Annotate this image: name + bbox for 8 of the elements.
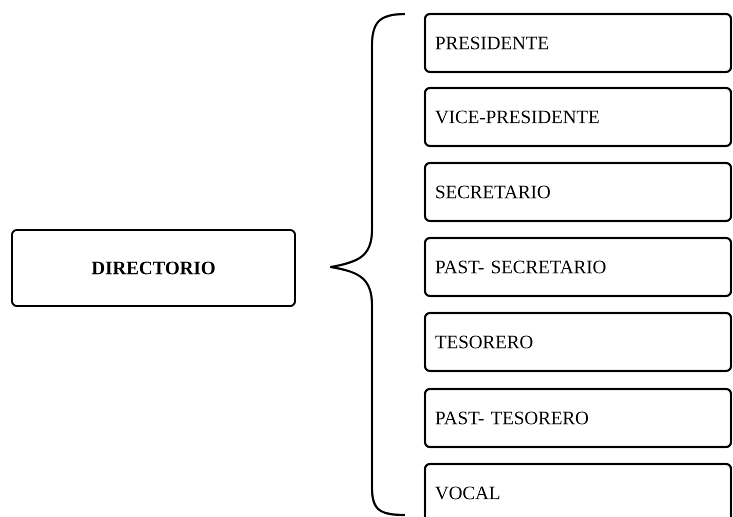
role-box: PRESIDENTE <box>424 12 732 74</box>
role-box: VICE-PRESIDENTE <box>424 86 732 148</box>
role-box: TESORERO <box>424 312 732 372</box>
role-box: PAST- SECRETARIO <box>424 236 732 298</box>
title-box: DIRECTORIO <box>11 229 296 307</box>
role-box: SECRETARIO <box>424 162 732 222</box>
role-box: PAST- TESORERO <box>424 388 732 448</box>
role-box: VOCAL <box>424 462 732 517</box>
